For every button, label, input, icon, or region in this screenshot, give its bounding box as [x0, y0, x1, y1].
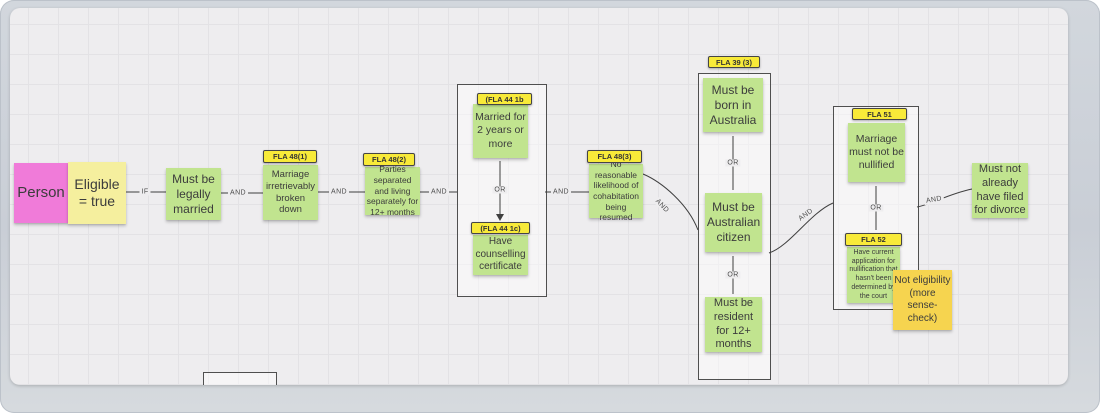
- sticky-text: Must be Australian citizen: [706, 200, 761, 244]
- tag-fla-51[interactable]: FLA 51: [852, 108, 907, 120]
- connector-label-or[interactable]: OR: [725, 159, 741, 167]
- sticky-text: Parties separated and living separately …: [366, 164, 419, 217]
- sticky-text: Have counselling certificate: [475, 236, 526, 273]
- sticky-married-2-years[interactable]: Married for 2 years or more: [473, 104, 528, 158]
- sticky-not-filed-for-divorce[interactable]: Must not already have filed for divorce: [972, 163, 1028, 218]
- connector-label-and[interactable]: AND: [429, 188, 449, 196]
- sticky-text: No reasonable likelihood of cohabitation…: [593, 159, 639, 223]
- connector-label-or[interactable]: OR: [725, 271, 741, 279]
- connector-label-or[interactable]: OR: [492, 186, 508, 194]
- tag-fla-44-1c[interactable]: (FLA 44 1c): [471, 222, 530, 234]
- connector-label-and[interactable]: AND: [228, 189, 248, 197]
- connector-and-5[interactable]: [642, 173, 699, 231]
- tag-fla-44-1b[interactable]: (FLA 44 1b: [477, 93, 532, 105]
- sticky-nullification-application[interactable]: Have current application for nullificati…: [847, 247, 900, 303]
- arrowhead-down: [496, 214, 504, 221]
- sticky-parties-separated[interactable]: Parties separated and living separately …: [365, 164, 420, 217]
- sticky-australian-citizen[interactable]: Must be Australian citizen: [705, 193, 762, 252]
- sticky-marriage-broken-down[interactable]: Marriage irretrievably broken down: [263, 165, 318, 220]
- sticky-text: Marriage irretrievably broken down: [265, 168, 316, 216]
- sticky-marriage-not-nullified[interactable]: Marriage must not be nullified: [848, 123, 905, 182]
- tag-fla-52[interactable]: FLA 52: [845, 233, 902, 246]
- sticky-resident-12-months[interactable]: Must be resident for 12+ months: [705, 297, 762, 352]
- tag-fla-48-1[interactable]: FLA 48(1): [263, 150, 317, 163]
- sticky-text: Married for 2 years or more: [475, 111, 526, 150]
- sticky-counselling-certificate[interactable]: Have counselling certificate: [473, 235, 528, 275]
- sticky-no-cohabitation[interactable]: No reasonable likelihood of cohabitation…: [589, 159, 643, 222]
- connector-label-or[interactable]: OR: [868, 204, 884, 212]
- tag-fla-48-2[interactable]: FLA 48(2): [363, 153, 415, 166]
- sticky-text: Must be born in Australia: [709, 82, 757, 127]
- sticky-text: Must be legally married: [172, 171, 215, 216]
- whiteboard-canvas[interactable]: Person Eligible = true Must be legally m…: [10, 8, 1068, 385]
- connector-label-and[interactable]: AND: [329, 188, 349, 196]
- sticky-text: Have current application for nullificati…: [849, 248, 898, 300]
- sticky-text: Person: [17, 183, 65, 201]
- sticky-text: Must be resident for 12+ months: [713, 297, 754, 351]
- sticky-note-not-eligibility[interactable]: Not eligibility (more sense-check): [893, 270, 952, 330]
- sticky-text: Not eligibility (more sense-check): [894, 275, 951, 324]
- sticky-text: Must not already have filed for divorce: [974, 163, 1026, 217]
- sticky-legally-married[interactable]: Must be legally married: [166, 168, 221, 220]
- sticky-eligible-true[interactable]: Eligible = true: [68, 162, 126, 224]
- sticky-text: Eligible = true: [74, 175, 120, 210]
- sticky-person[interactable]: Person: [14, 163, 68, 223]
- connector-label-if[interactable]: IF: [139, 188, 151, 196]
- tag-fla-39-3[interactable]: FLA 39 (3): [708, 56, 760, 68]
- sticky-text: Marriage must not be nullified: [849, 132, 904, 172]
- tag-fla-48-3[interactable]: FLA 48(3): [587, 150, 642, 163]
- frame-partial-bottom[interactable]: [203, 372, 277, 385]
- connector-and-6[interactable]: [768, 202, 834, 254]
- sticky-born-in-australia[interactable]: Must be born in Australia: [703, 78, 763, 132]
- connector-label-and[interactable]: AND: [551, 188, 571, 196]
